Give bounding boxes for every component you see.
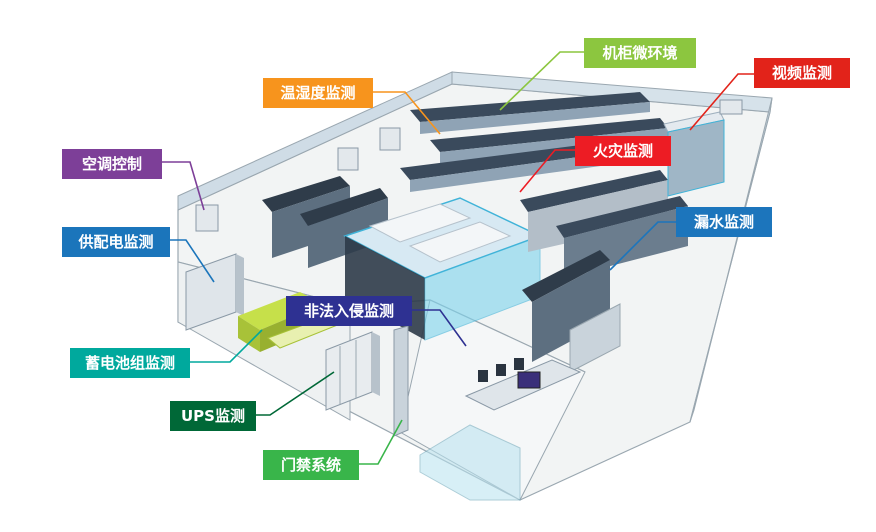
cabinet-environment-label: 机柜微环境: [584, 38, 696, 68]
battery-monitoring-label: 蓄电池组监测: [70, 348, 190, 378]
right-wall: [689, 97, 773, 423]
power-distribution-label: 供配电监测: [62, 227, 170, 257]
leader-lines: [162, 51, 754, 465]
temperature-humidity-label: 温湿度监测: [263, 78, 373, 108]
door: [393, 325, 409, 437]
air-conditioners: [195, 99, 743, 232]
power-cabinets: [185, 253, 244, 331]
monitoring-desk: [464, 358, 582, 411]
water-leak-label: 漏水监测: [676, 207, 772, 237]
fire-monitoring-label: 火灾监测: [575, 136, 671, 166]
video-monitoring-label: 视频监测: [754, 58, 850, 88]
ups-monitoring-label: UPS监测: [170, 401, 256, 431]
intrusion-detection-label: 非法入侵监测: [286, 296, 412, 326]
access-control-label: 门禁系统: [263, 450, 359, 480]
ups-cabinets: [325, 331, 380, 411]
air-conditioning-label: 空调控制: [62, 149, 162, 179]
entrance-glass: [419, 424, 521, 501]
